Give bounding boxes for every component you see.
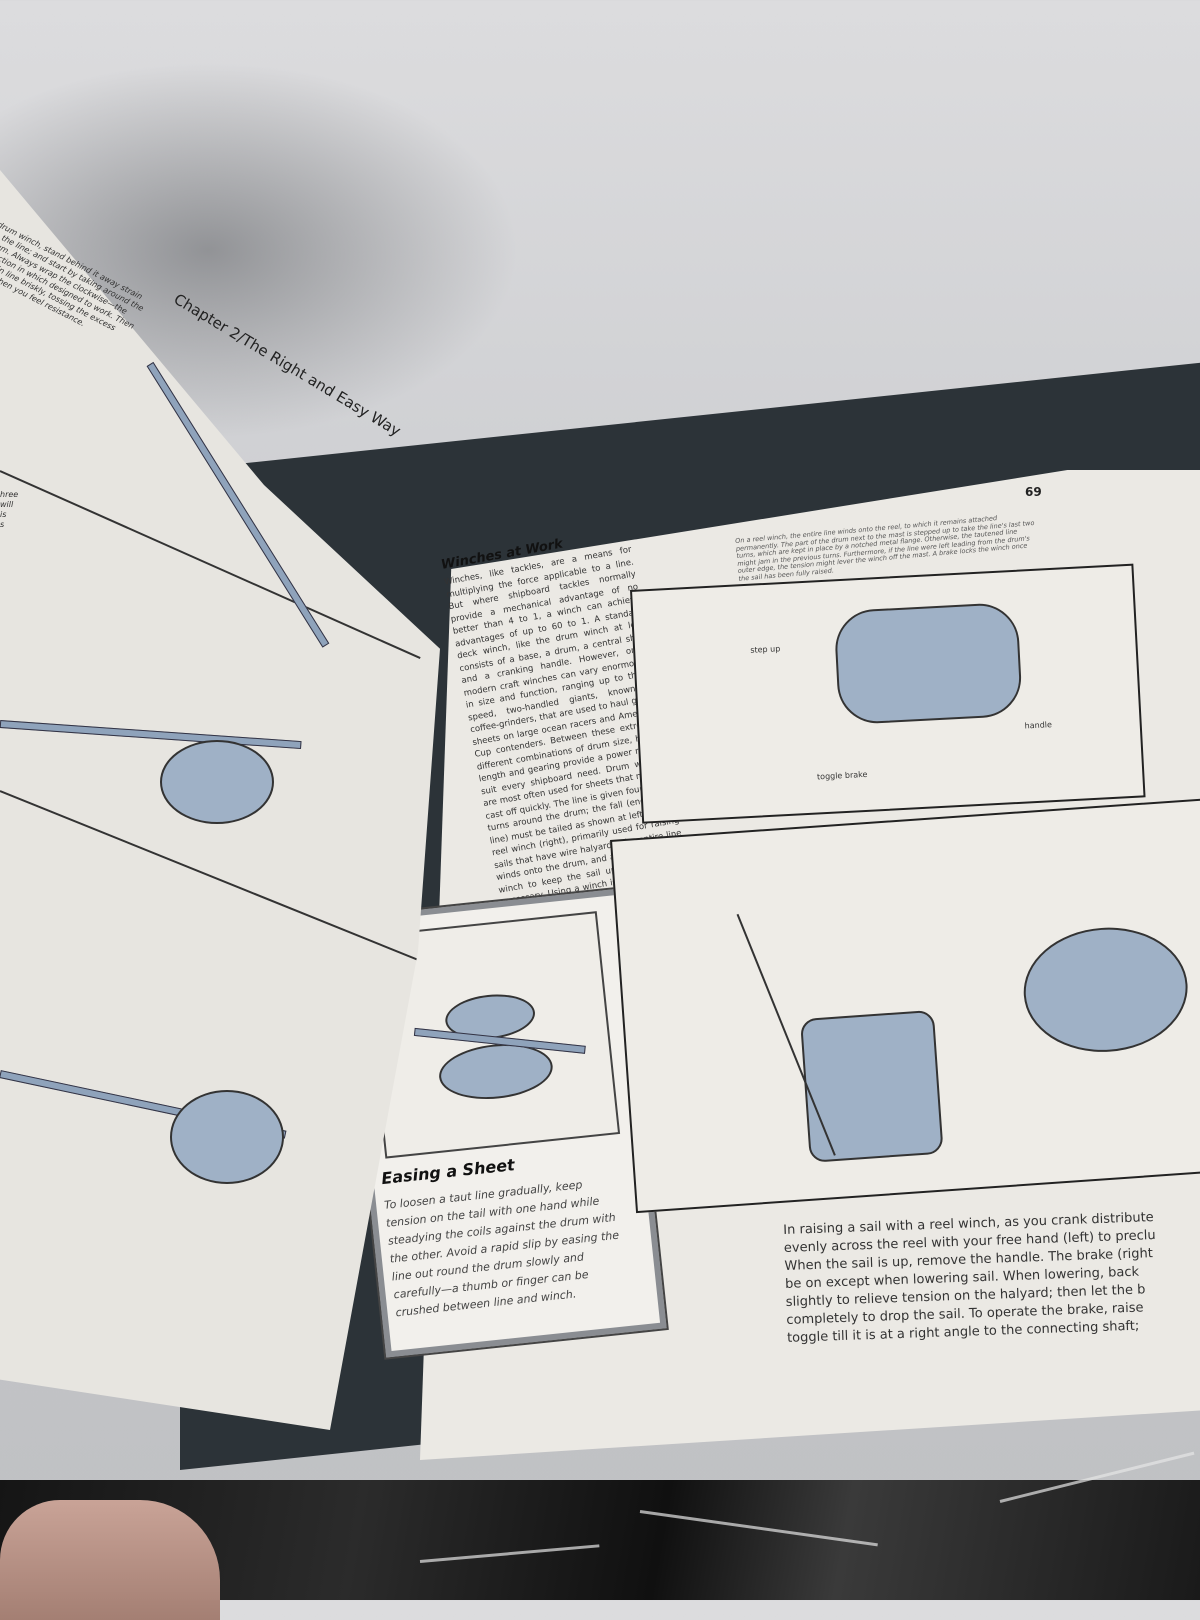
marble-vein [999, 1451, 1195, 1503]
reel-winch [799, 1009, 944, 1163]
drum-winch [170, 1090, 284, 1184]
marble-vein [639, 1510, 878, 1547]
drum-winch [160, 740, 274, 824]
cut-off-text: hree will is s [0, 490, 19, 529]
reel-winch-operation-caption: In raising a sail with a reel winch, as … [783, 1210, 1156, 1346]
page-number: 69 [1025, 485, 1042, 499]
left-page-illustrations [0, 170, 440, 1430]
reel-winch-diagram: step up handle toggle brake [630, 563, 1146, 824]
winch-brake-detail [1019, 922, 1192, 1058]
reel-winch-body [833, 601, 1024, 726]
sheet-rope [0, 720, 302, 750]
inset-body: To loosen a taut line gradually, keep te… [383, 1178, 620, 1320]
inset-heading: Easing a Sheet [380, 1155, 516, 1189]
label-toggle-brake: toggle brake [816, 769, 868, 782]
reel-winch-use-illustration [610, 798, 1200, 1214]
label-step-up: step up [750, 644, 781, 655]
label-handle: handle [1024, 720, 1053, 731]
marble-vein [419, 1544, 600, 1563]
thumb [0, 1500, 220, 1620]
